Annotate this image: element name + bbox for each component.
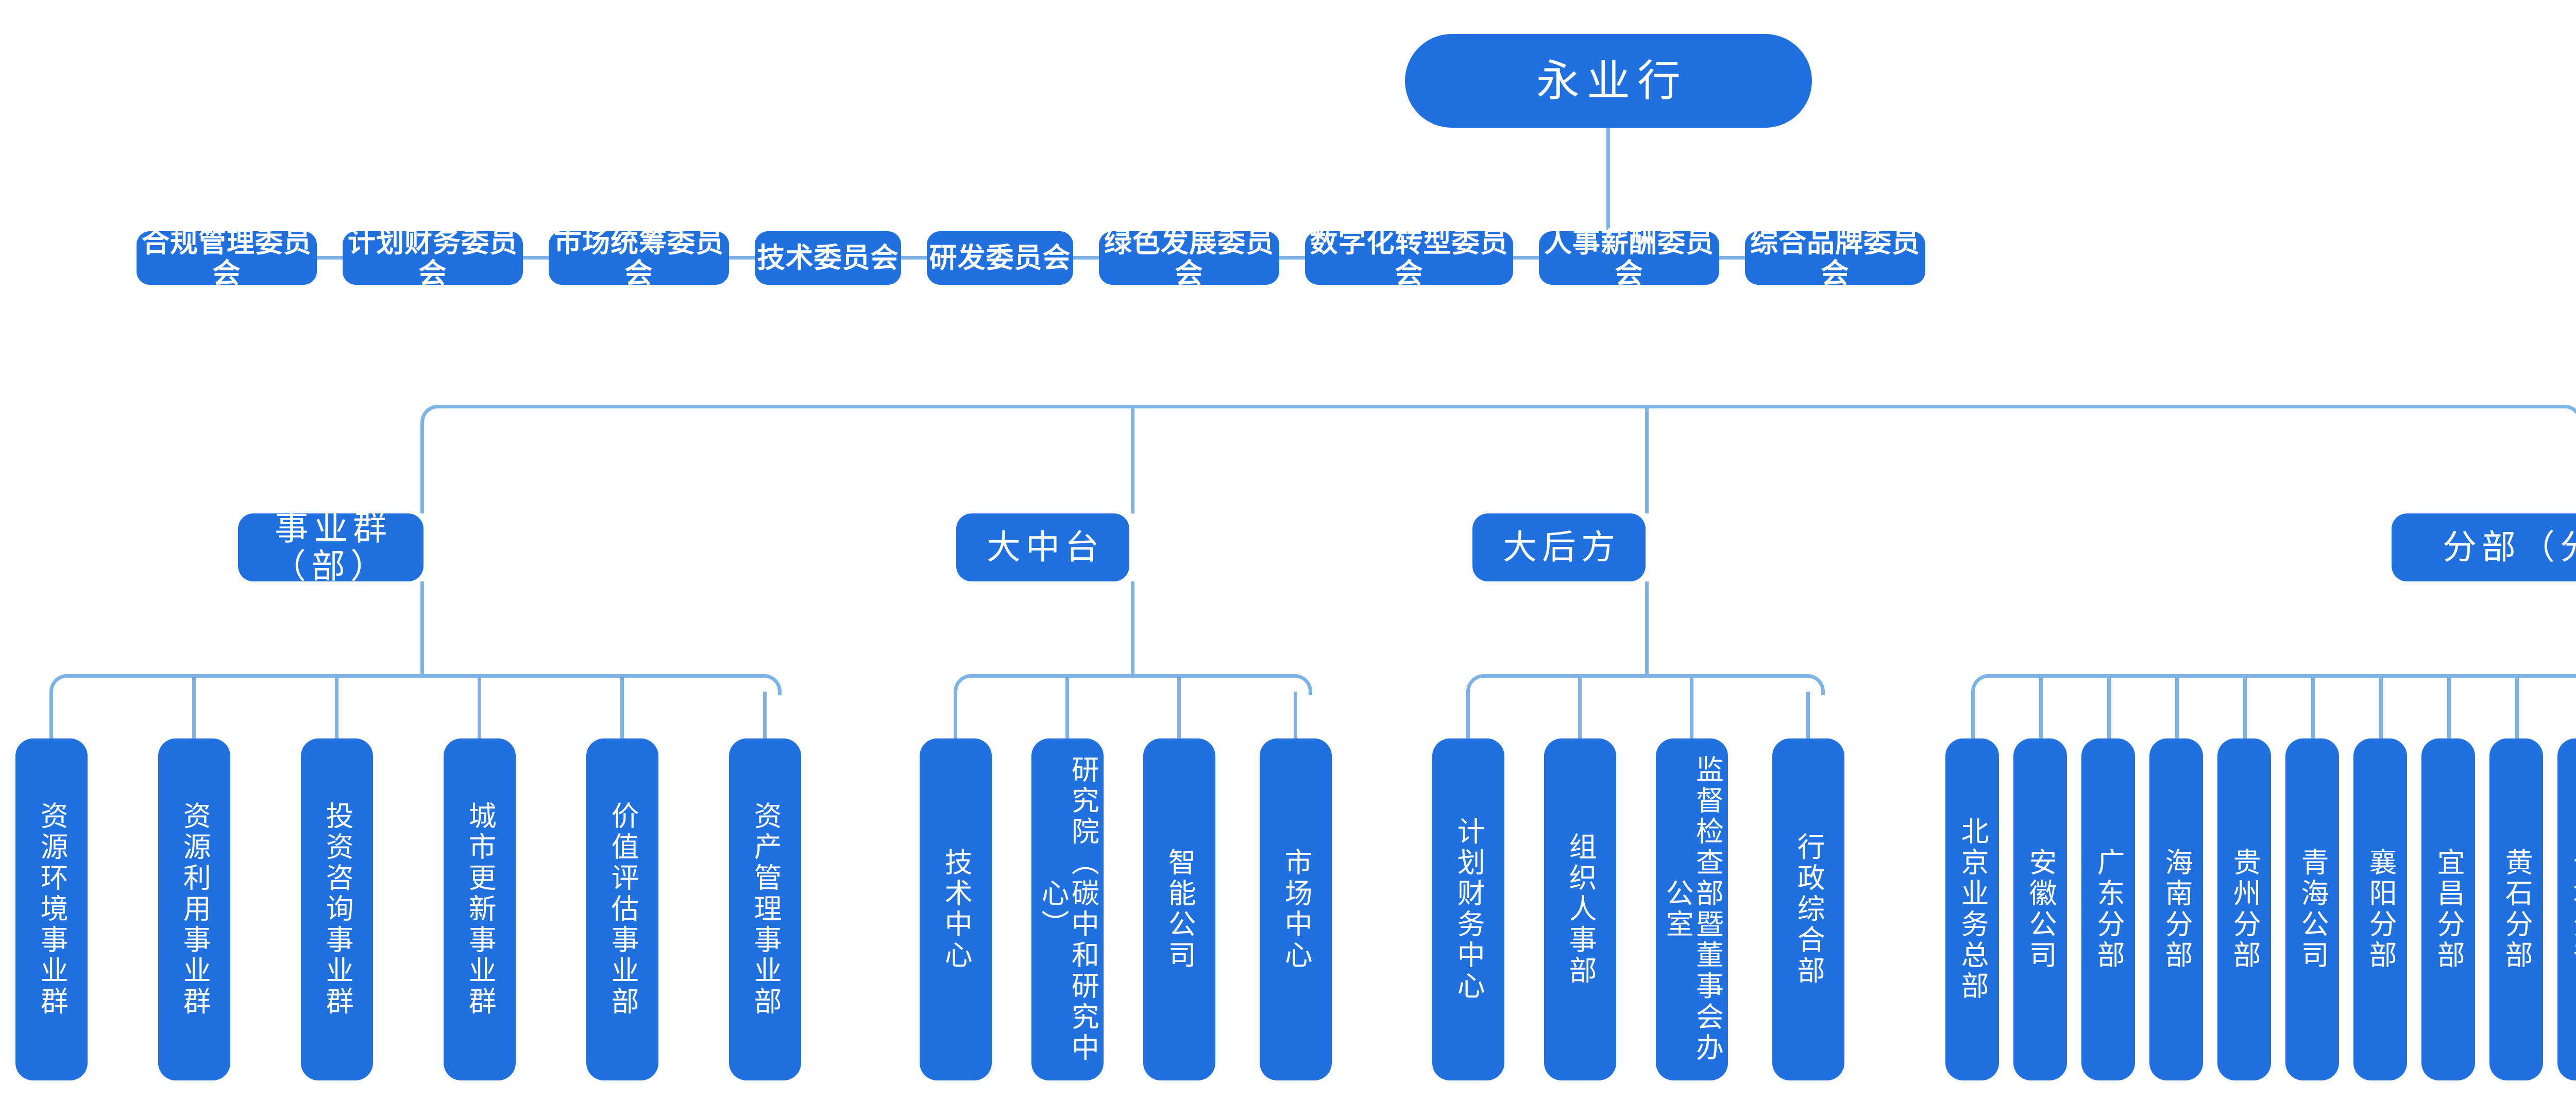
connector-leaf-drop-g2-1 <box>1578 674 1582 738</box>
connector-leaf-drop-g2-2 <box>1690 674 1693 738</box>
root-node-company[interactable]: 永业行 <box>1405 34 1812 128</box>
committee-node-4[interactable]: 研发委员会 <box>927 231 1073 285</box>
connector-leaf-drop-g0-0 <box>49 692 53 738</box>
connector-root-stem <box>1606 128 1610 238</box>
connector-group2-bar <box>1484 674 1803 678</box>
connector-committee-1-2 <box>523 256 549 260</box>
connector-leaf-drop-g1-2 <box>1177 674 1181 738</box>
connector-leaf-drop-g3-4 <box>2243 674 2247 738</box>
leaf-node-g2-3[interactable]: 行政综合部 <box>1772 738 1844 1080</box>
committee-node-2[interactable]: 市场统筹委员会 <box>549 227 729 289</box>
leaf-node-g2-2[interactable]: 监督检查部暨董事会办公室 <box>1656 738 1728 1080</box>
leaf-node-g3-7[interactable]: 宜昌分部 <box>2421 738 2475 1080</box>
leaf-node-g2-0[interactable]: 计划财务中心 <box>1432 738 1504 1080</box>
connector-group-drop-1 <box>1131 405 1134 513</box>
leaf-node-g3-0[interactable]: 北京业务总部 <box>1945 738 1999 1080</box>
leaf-node-g3-9[interactable]: 十堰分部 <box>2557 738 2576 1080</box>
connector-groups-bar <box>438 405 2561 408</box>
connector-leaf-drop-g0-5 <box>763 692 767 738</box>
leaf-node-g0-0[interactable]: 资源环境事业群 <box>15 738 88 1080</box>
connector-leaf-drop-g0-1 <box>192 674 196 738</box>
connector-group1-corner-right <box>1291 674 1312 695</box>
connector-leaf-drop-g1-1 <box>1065 674 1069 738</box>
connector-leaf-drop-g0-4 <box>620 674 624 738</box>
connector-groups-corner-left <box>420 405 442 426</box>
committee-node-8[interactable]: 综合品牌委员会 <box>1745 227 1925 289</box>
connector-groups-corner-right <box>2561 405 2576 426</box>
leaf-node-g0-4[interactable]: 价值评估事业部 <box>586 738 658 1080</box>
connector-group-drop-2 <box>1645 405 1649 513</box>
connector-leaf-drop-g3-5 <box>2311 674 2315 738</box>
leaf-node-g1-2[interactable]: 智能公司 <box>1143 738 1215 1080</box>
connector-group1-bar <box>971 674 1291 678</box>
leaf-node-g3-8[interactable]: 黄石分部 <box>2489 738 2543 1080</box>
connector-committee-6-7 <box>1513 256 1539 260</box>
group-header-0[interactable]: 事业群（部） <box>238 509 423 585</box>
connector-group1-corner-left <box>954 674 975 695</box>
connector-committee-4-5 <box>1073 256 1099 260</box>
connector-leaf-drop-g0-2 <box>335 674 338 738</box>
connector-leaf-drop-g3-1 <box>2039 674 2043 738</box>
connector-group-drop-0 <box>420 422 424 513</box>
leaf-node-g3-6[interactable]: 襄阳分部 <box>2353 738 2407 1080</box>
group-header-2[interactable]: 大后方 <box>1472 513 1646 581</box>
connector-leaf-drop-g3-8 <box>2515 674 2519 738</box>
leaf-node-g0-1[interactable]: 资源利用事业群 <box>158 738 230 1080</box>
connector-group2-corner-right <box>1803 674 1825 695</box>
connector-group2-stem <box>1645 581 1649 674</box>
leaf-node-g3-5[interactable]: 青海公司 <box>2285 738 2339 1080</box>
leaf-node-g3-4[interactable]: 贵州分部 <box>2217 738 2271 1080</box>
connector-leaf-drop-g3-0 <box>1971 692 1975 738</box>
connector-group3-bar <box>1989 674 2576 678</box>
leaf-node-g0-3[interactable]: 城市更新事业群 <box>444 738 516 1080</box>
connector-leaf-drop-g2-3 <box>1806 692 1810 738</box>
connector-leaf-drop-g3-7 <box>2447 674 2451 738</box>
connector-leaf-drop-g0-3 <box>478 674 481 738</box>
connector-committee-5-6 <box>1279 256 1305 260</box>
committee-node-5[interactable]: 绿色发展委员会 <box>1099 227 1279 289</box>
leaf-node-g0-5[interactable]: 资产管理事业部 <box>729 738 801 1080</box>
connector-leaf-drop-g1-3 <box>1294 692 1297 738</box>
connector-group1-stem <box>1131 581 1134 674</box>
leaf-node-g1-3[interactable]: 市场中心 <box>1260 738 1332 1080</box>
committee-node-1[interactable]: 计划财务委员会 <box>343 227 523 289</box>
connector-group3-corner-left <box>1971 674 1992 695</box>
committee-node-6[interactable]: 数字化转型委员会 <box>1305 227 1513 289</box>
connector-leaf-drop-g2-0 <box>1466 692 1470 738</box>
connector-group0-stem <box>420 581 424 674</box>
connector-group0-bar <box>67 674 760 678</box>
committee-node-0[interactable]: 合规管理委员会 <box>137 227 317 289</box>
connector-committee-0-1 <box>317 256 343 260</box>
connector-leaf-drop-g3-3 <box>2175 674 2179 738</box>
connector-leaf-drop-g3-6 <box>2379 674 2383 738</box>
connector-leaf-drop-g3-2 <box>2107 674 2111 738</box>
leaf-node-g0-2[interactable]: 投资咨询事业群 <box>301 738 373 1080</box>
group-header-3[interactable]: 分部（分公司） <box>2392 513 2576 581</box>
committee-node-7[interactable]: 人事薪酬委员会 <box>1539 227 1719 289</box>
connector-committee-3-4 <box>901 256 927 260</box>
leaf-node-g2-1[interactable]: 组织人事部 <box>1544 738 1616 1080</box>
connector-group2-corner-left <box>1466 674 1487 695</box>
connector-group0-corner-left <box>49 674 71 695</box>
connector-committee-7-8 <box>1719 256 1745 260</box>
group-header-1[interactable]: 大中台 <box>956 513 1129 581</box>
connector-group0-corner-right <box>760 674 782 695</box>
connector-committee-2-3 <box>729 256 755 260</box>
leaf-node-g3-2[interactable]: 广东分部 <box>2081 738 2135 1080</box>
leaf-node-g3-1[interactable]: 安徽公司 <box>2013 738 2067 1080</box>
leaf-node-g1-0[interactable]: 技术中心 <box>920 738 992 1080</box>
committee-node-3[interactable]: 技术委员会 <box>755 231 901 285</box>
leaf-node-g3-3[interactable]: 海南分部 <box>2149 738 2203 1080</box>
leaf-node-g1-1[interactable]: 研究院（碳中和研究中心） <box>1031 738 1104 1080</box>
connector-leaf-drop-g1-0 <box>954 692 957 738</box>
